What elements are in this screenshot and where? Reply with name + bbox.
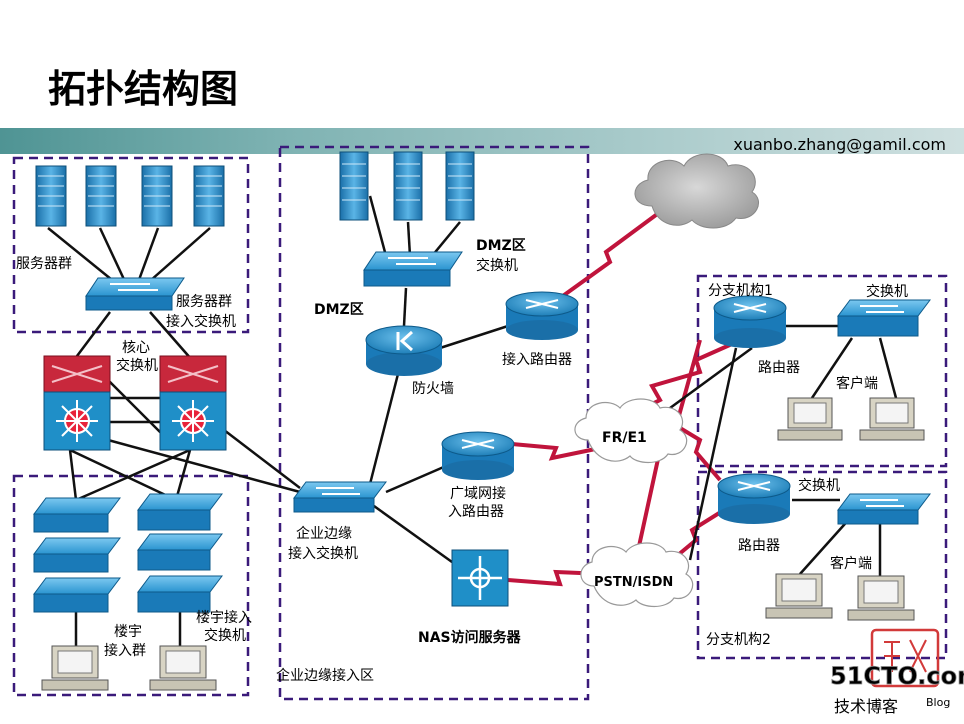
label-access-router: 接入路由器 bbox=[502, 351, 572, 368]
label-server-group: 服务器群 bbox=[16, 256, 72, 272]
server-icon bbox=[35, 165, 67, 227]
router-icon bbox=[713, 295, 787, 348]
pc-icon bbox=[765, 573, 833, 619]
label-edge-switch-1: 企业边缘 bbox=[296, 525, 352, 542]
router-icon bbox=[505, 291, 579, 340]
watermark-logo: 51CTO.com 技术博客 Blog bbox=[830, 628, 964, 716]
watermark-site: 51CTO.com bbox=[830, 662, 964, 690]
pc-icon bbox=[149, 645, 217, 691]
label-pstn: PSTN/ISDN bbox=[594, 575, 673, 590]
label-wan-router-1: 广域网接 bbox=[450, 485, 506, 502]
core-switches bbox=[43, 355, 227, 451]
frame-relay-cloud-icon bbox=[574, 398, 688, 464]
label-server-access-switch-1: 服务器群 bbox=[176, 294, 232, 310]
author-email: xuanbo.zhang@gamil.com bbox=[733, 135, 946, 154]
switch-icon bbox=[137, 575, 223, 613]
switch-icon bbox=[837, 299, 931, 337]
label-edge-switch-2: 接入交换机 bbox=[288, 545, 358, 562]
label-branch2-switch: 交换机 bbox=[798, 477, 840, 494]
label-edge-zone: 企业边缘接入区 bbox=[276, 667, 374, 684]
server-icon bbox=[339, 151, 369, 221]
pc-icon bbox=[859, 397, 925, 441]
page-title: 拓扑结构图 bbox=[48, 67, 238, 111]
label-building-switch-2: 交换机 bbox=[204, 627, 246, 644]
label-dmz-switch-2: 交换机 bbox=[476, 257, 518, 274]
label-core-switch-2: 交换机 bbox=[116, 357, 158, 374]
branch2-zone-border bbox=[696, 470, 948, 660]
label-building-group-2: 接入群 bbox=[104, 642, 146, 659]
switch-icon bbox=[33, 497, 121, 533]
switch-icon bbox=[293, 481, 387, 513]
label-server-access-switch-2: 接入交换机 bbox=[166, 313, 236, 330]
header-bar bbox=[0, 128, 964, 154]
switch-icon bbox=[33, 537, 121, 573]
label-building-group-1: 楼宇 bbox=[114, 624, 142, 640]
client-pcs bbox=[41, 397, 925, 691]
router-icon bbox=[717, 473, 791, 524]
label-branch2-router: 路由器 bbox=[738, 538, 780, 554]
label-branch1-client: 客户端 bbox=[836, 375, 878, 392]
label-branch2: 分支机构2 bbox=[706, 632, 771, 648]
core-switch-icon bbox=[159, 355, 227, 451]
nas-server-icon bbox=[451, 549, 509, 607]
switch-icon bbox=[137, 533, 223, 571]
label-frame-relay: FR/E1 bbox=[602, 430, 647, 446]
pstn-cloud-icon bbox=[580, 542, 694, 608]
pc-icon bbox=[847, 575, 915, 621]
router-icon bbox=[441, 431, 515, 480]
firewall-icon bbox=[365, 325, 443, 376]
label-nas: NAS访问服务器 bbox=[418, 629, 522, 646]
server-icon bbox=[393, 151, 423, 221]
label-branch1-switch: 交换机 bbox=[866, 283, 908, 300]
pc-icon bbox=[41, 645, 109, 691]
watermark-blog: Blog bbox=[926, 696, 950, 709]
core-switch-icon bbox=[43, 355, 111, 451]
watermark-sub: 技术博客 bbox=[834, 697, 898, 716]
routers bbox=[441, 291, 791, 524]
server-icon bbox=[445, 151, 475, 221]
switch-icon bbox=[85, 277, 185, 311]
label-dmz-switch-1: DMZ区 bbox=[476, 238, 526, 254]
switch-icon bbox=[33, 577, 121, 613]
switch-icon bbox=[363, 251, 463, 287]
server-group bbox=[35, 151, 475, 227]
switches bbox=[33, 251, 931, 613]
label-branch2-client: 客户端 bbox=[830, 555, 872, 572]
dmz-edge-zone-border bbox=[278, 145, 590, 701]
label-core-switch-1: 核心 bbox=[122, 340, 150, 356]
server-icon bbox=[193, 165, 225, 227]
pc-icon bbox=[777, 397, 843, 441]
label-branch1-router: 路由器 bbox=[758, 360, 800, 376]
switch-icon bbox=[837, 493, 931, 525]
switch-icon bbox=[137, 493, 223, 531]
label-branch1: 分支机构1 bbox=[708, 283, 773, 299]
label-building-switch-1: 楼宇接入 bbox=[196, 609, 252, 626]
building-zone-border bbox=[12, 474, 250, 697]
label-wan-router-2: 入路由器 bbox=[448, 504, 504, 520]
label-firewall: 防火墙 bbox=[412, 381, 454, 397]
server-icon bbox=[85, 165, 117, 227]
server-icon bbox=[141, 165, 173, 227]
internet-cloud-icon bbox=[634, 153, 759, 229]
server-zone-border bbox=[12, 156, 250, 334]
label-dmz-zone: DMZ区 bbox=[314, 302, 364, 318]
